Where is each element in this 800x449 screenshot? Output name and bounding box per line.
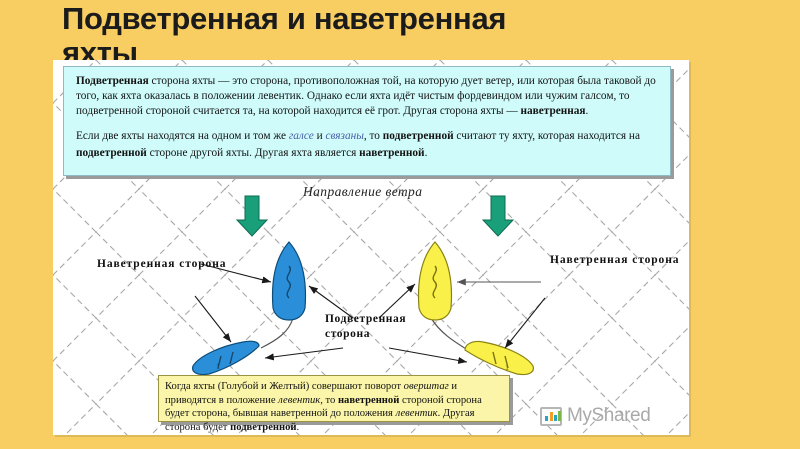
- definition-box: Подветренная сторона яхты — это сторона,…: [63, 66, 671, 176]
- page-title: Подветренная и наветренная яхты: [62, 1, 507, 70]
- svg-text:1: 1: [216, 362, 220, 371]
- yacht-diagram: 1 1: [53, 170, 689, 400]
- wind-direction-label: Направление ветра: [303, 184, 423, 199]
- boat-yellow-upper: [417, 241, 453, 321]
- windward-side-label-left: Наветренная сторона: [97, 258, 227, 270]
- wind-arrow-right: [481, 195, 515, 237]
- boat-blue-upper: [271, 241, 307, 321]
- definition-paragraph-1: Подветренная сторона яхты — это сторона,…: [76, 75, 656, 118]
- boat-blue-lower: 1: [192, 340, 260, 376]
- chart-icon: [540, 406, 562, 426]
- boat-yellow-lower: 1: [464, 340, 534, 376]
- svg-text:1: 1: [505, 363, 509, 372]
- note-text: Когда яхты (Голубой и Желтый) совершают …: [165, 381, 482, 433]
- content-panel: 1 1: [53, 60, 689, 435]
- definition-paragraph-2: Если две яхты находятся на одном и том ж…: [76, 129, 640, 159]
- leeward-side-label: Подветренная сторона: [325, 313, 407, 340]
- note-box: Когда яхты (Голубой и Желтый) совершают …: [158, 375, 510, 433]
- myshared-label: MyShared: [567, 405, 651, 426]
- wind-arrow-left: [235, 195, 269, 237]
- myshared-watermark: MyShared: [540, 405, 651, 427]
- windward-side-label-right: Наветренная сторона: [550, 254, 680, 266]
